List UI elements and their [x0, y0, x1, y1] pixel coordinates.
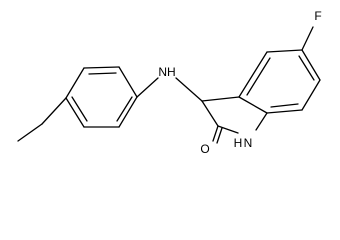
ethyl-group	[17, 97, 67, 142]
bond-n1-c7a	[255, 112, 268, 131]
fluorine-label: F	[314, 9, 321, 23]
benzo-inner-bond-c	[246, 57, 271, 96]
phenyl-inner-bond-a	[88, 72, 117, 75]
bond-ethyl-ch2-ring	[41, 97, 67, 125]
benzo-bond-2	[266, 109, 303, 114]
bond-c3-c3a	[201, 96, 240, 102]
bond-amine-c3	[175, 77, 203, 102]
benzo-bond-4	[301, 49, 321, 81]
oxygen-label: O	[200, 142, 209, 156]
phenyl-bond-1	[65, 67, 85, 99]
bond-carbonyl-1	[212, 125, 219, 142]
benzo-bond-5	[266, 49, 303, 53]
benzo-inner-bond-b	[298, 55, 315, 81]
bond-ethyl-ch3-ch2	[17, 123, 43, 142]
bond-carbon-fluorine	[301, 26, 314, 51]
bond-c3-c2	[201, 100, 219, 127]
bond-phenyl-amine	[136, 77, 159, 98]
phenyl-ring	[65, 66, 138, 128]
bond-c2-n1	[217, 125, 239, 134]
molecule-structure-diagram: NH O H N F	[17, 9, 322, 156]
ring-amine-n-label: N	[244, 136, 253, 150]
lactam-ring	[201, 96, 268, 134]
phenyl-bond-3	[118, 66, 138, 98]
benzo-bond-6	[238, 51, 268, 98]
benzo-bond-3	[301, 79, 321, 111]
phenyl-bond-2	[83, 66, 120, 69]
phenyl-bond-4	[118, 96, 138, 128]
phenyl-inner-bond-b	[116, 96, 133, 122]
benzo-bond-1	[238, 96, 268, 114]
benzo-inner-bond-a	[270, 103, 299, 108]
benzo-ring	[238, 49, 321, 114]
amine-nh-label: NH	[158, 65, 175, 79]
phenyl-inner-bond-c	[71, 96, 88, 122]
phenyl-bond-6	[65, 97, 85, 128]
bond-carbonyl-2	[216, 127, 223, 144]
ring-amine-h-label: H	[234, 136, 243, 150]
